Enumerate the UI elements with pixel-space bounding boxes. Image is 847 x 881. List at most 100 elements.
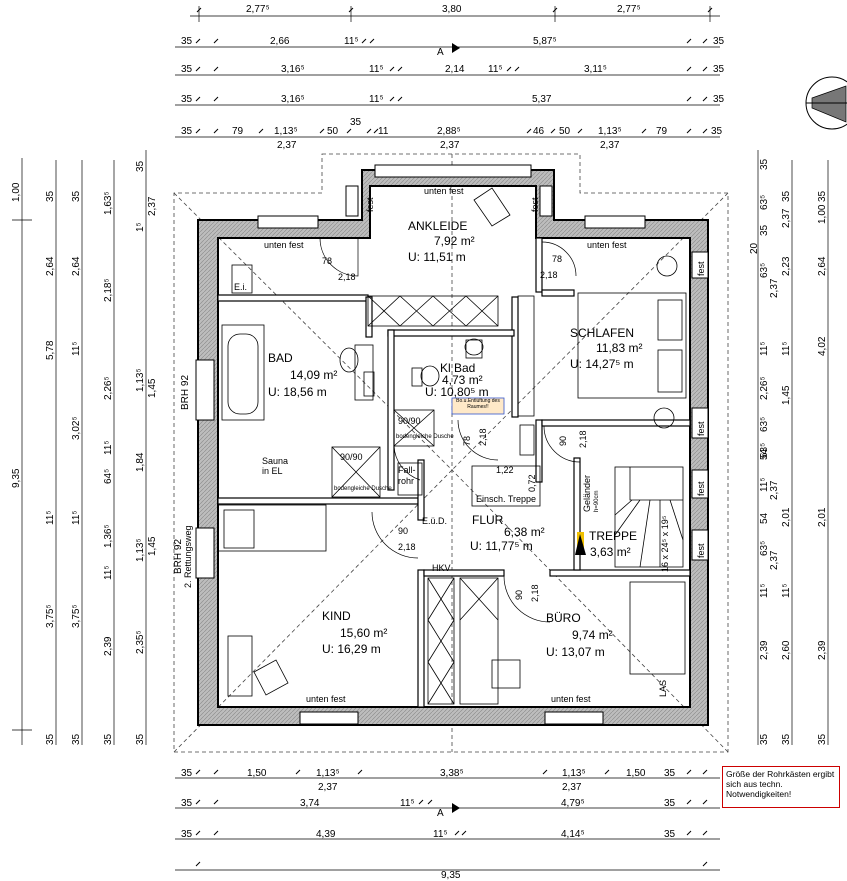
dim-right1-b: 1,00 [817, 204, 828, 224]
dim-top5-e: 35 [350, 117, 362, 128]
room-buero-area: 9,74 m² [572, 628, 613, 642]
label-unten-fest-right: unten fest [587, 240, 627, 250]
label-fest-left: fest [365, 197, 375, 212]
dim-top4-c: 11⁵ [369, 94, 384, 105]
dim-right3-k: 11⁵ [759, 477, 770, 492]
dim-left4-b: 2,18⁵ [103, 278, 114, 302]
dim-right3-n: 54 [759, 512, 770, 524]
dim-top5-c: 1,13⁵ [274, 126, 298, 137]
dim-right2-h: 2,60 [781, 640, 792, 660]
dim-bot1b-a: 2,37 [318, 782, 338, 793]
dim-bot2-c: 11⁵ [400, 798, 415, 809]
dim-top1-c: 2,77⁵ [617, 4, 641, 15]
dim-top5-i: 50 [559, 126, 571, 137]
dim-top2-a: 35 [181, 36, 193, 47]
door-218-kind: 2,18 [398, 542, 416, 552]
dim-bot2-f: 35 [664, 798, 676, 809]
dim-right3-p: 2,37 [769, 550, 780, 570]
label-gelaender2: h=90cm [594, 490, 600, 512]
dim-left3-e: 3,75⁵ [71, 604, 82, 628]
dim-top3-b: 3,16⁵ [281, 64, 305, 75]
dim-left4-e: 64⁵ [103, 469, 114, 484]
room-kind-area: 15,60 m² [340, 626, 387, 640]
door-90-schlafen: 90 [558, 436, 568, 446]
dim-bot1-g: 35 [664, 768, 676, 779]
room-labels: ANKLEIDE 7,92 m² U: 11,51 m SCHLAFEN 11,… [268, 219, 642, 659]
dim-left4-h: 2,39 [103, 636, 114, 656]
dim-right3-g: 11⁵ [759, 341, 770, 356]
dim-left2-e: 11⁵ [45, 510, 56, 525]
dimension-text-bottom: 35 1,50 1,13⁵ 3,38⁵ 1,13⁵ 1,50 35 2,37 2… [181, 768, 676, 881]
dim-left2-d: 3,02⁵ [71, 416, 82, 440]
dim-bot2-b: 3,74 [300, 798, 320, 809]
dim-right1-g: 35 [817, 733, 828, 745]
note-box: Größe der Rohrkästen ergibt sich aus tec… [722, 766, 840, 808]
dim-bot1-b: 1,50 [247, 768, 267, 779]
door-78-left: 78 [322, 256, 332, 266]
label-rohr: rohr [398, 476, 414, 486]
dim-bot2-e: 4,79⁵ [561, 798, 585, 809]
room-ankleide-area: 7,92 m² [434, 234, 475, 248]
dim-left5-g: 1,13⁵ [135, 538, 146, 562]
dim-right3-h: 2,26⁵ [759, 376, 770, 400]
dim-left1-a: 1,00 [11, 182, 22, 202]
door-78-klbad: 78 [462, 436, 472, 446]
dim-top2-c: 11⁵ [344, 36, 359, 47]
label-fest-r1: fest [696, 261, 706, 276]
dim-left2-b: 2,64 [45, 256, 56, 276]
room-klbad-area: 4,73 m² [442, 373, 483, 387]
dim-top5-l: 35 [711, 126, 723, 137]
label-rettungsweg-1: BRH 92 [173, 539, 184, 574]
room-bad-name: BAD [268, 351, 293, 365]
roof-outline [173, 153, 729, 753]
label-stair: 16 x 24⁵ x 19⁵ [660, 515, 670, 572]
dim-top5-a: 35 [181, 126, 193, 137]
dim-left5-d: 1,45 [147, 378, 158, 398]
dim-right2-e: 1,45 [781, 385, 792, 405]
dim-top5-g: 2,88⁵ [437, 126, 461, 137]
dimension-lines-bottom [175, 769, 720, 871]
room-flur-area: 6,38 m² [504, 525, 545, 539]
dim-left4-d: 11⁵ [103, 440, 114, 455]
windows [195, 164, 709, 725]
door-90-buero: 90 [514, 590, 524, 600]
label-hkv: HKV [432, 563, 451, 573]
label-rettungsweg-2: 2. Rettungsweg [183, 525, 193, 588]
room-schlafen-name: SCHLAFEN [570, 326, 634, 340]
section-marker-bottom [452, 803, 460, 813]
dimension-lines-top [175, 6, 720, 138]
dim-right1-f: 2,39 [817, 640, 828, 660]
dim-right3-e: 63⁵ [759, 263, 770, 278]
dim-top4-a: 35 [181, 94, 193, 105]
dim-left4-i: 35 [103, 733, 114, 745]
label-eud: E.ü.D. [422, 516, 447, 526]
dim-right2-b: 2,37 [781, 208, 792, 228]
dim-left5-j: 35 [135, 733, 146, 745]
dim-top5-d: 50 [327, 126, 339, 137]
label-einsch-treppe: Einsch. Treppe [476, 494, 536, 504]
dim-bot3-a: 35 [181, 829, 193, 840]
dim-top2-b: 2,66 [270, 36, 290, 47]
dim-right3-i: 63⁵ [759, 417, 770, 432]
dim-right2-f: 2,01 [781, 507, 792, 527]
label-fest-r3: fest [696, 481, 706, 496]
label-sauna: Sauna [262, 456, 288, 466]
section-marker-top [452, 43, 460, 53]
dim-right3-q: 11⁵ [759, 583, 770, 598]
dim-left5-a: 35 [135, 160, 146, 172]
dim-bot1-d: 3,38⁵ [440, 768, 464, 779]
dim-right3-c: 20 [749, 242, 760, 254]
dim-right3-s: 35 [759, 733, 770, 745]
dim-top4-d: 5,37 [532, 94, 552, 105]
dimension-lines-right [757, 150, 829, 745]
dim-bot2-d: A [437, 808, 444, 819]
label-unten-fest-left: unten fest [264, 240, 304, 250]
dim-right2-a: 35 [781, 190, 792, 202]
door-swings [319, 237, 581, 623]
dim-right3-a: 35 [759, 158, 770, 170]
dim-right1-c: 2,64 [817, 256, 828, 276]
label-unten-fest-top: unten fest [424, 186, 464, 196]
dim-top2-f: 35 [713, 36, 725, 47]
dim-top5b-c: 2,37 [600, 140, 620, 151]
